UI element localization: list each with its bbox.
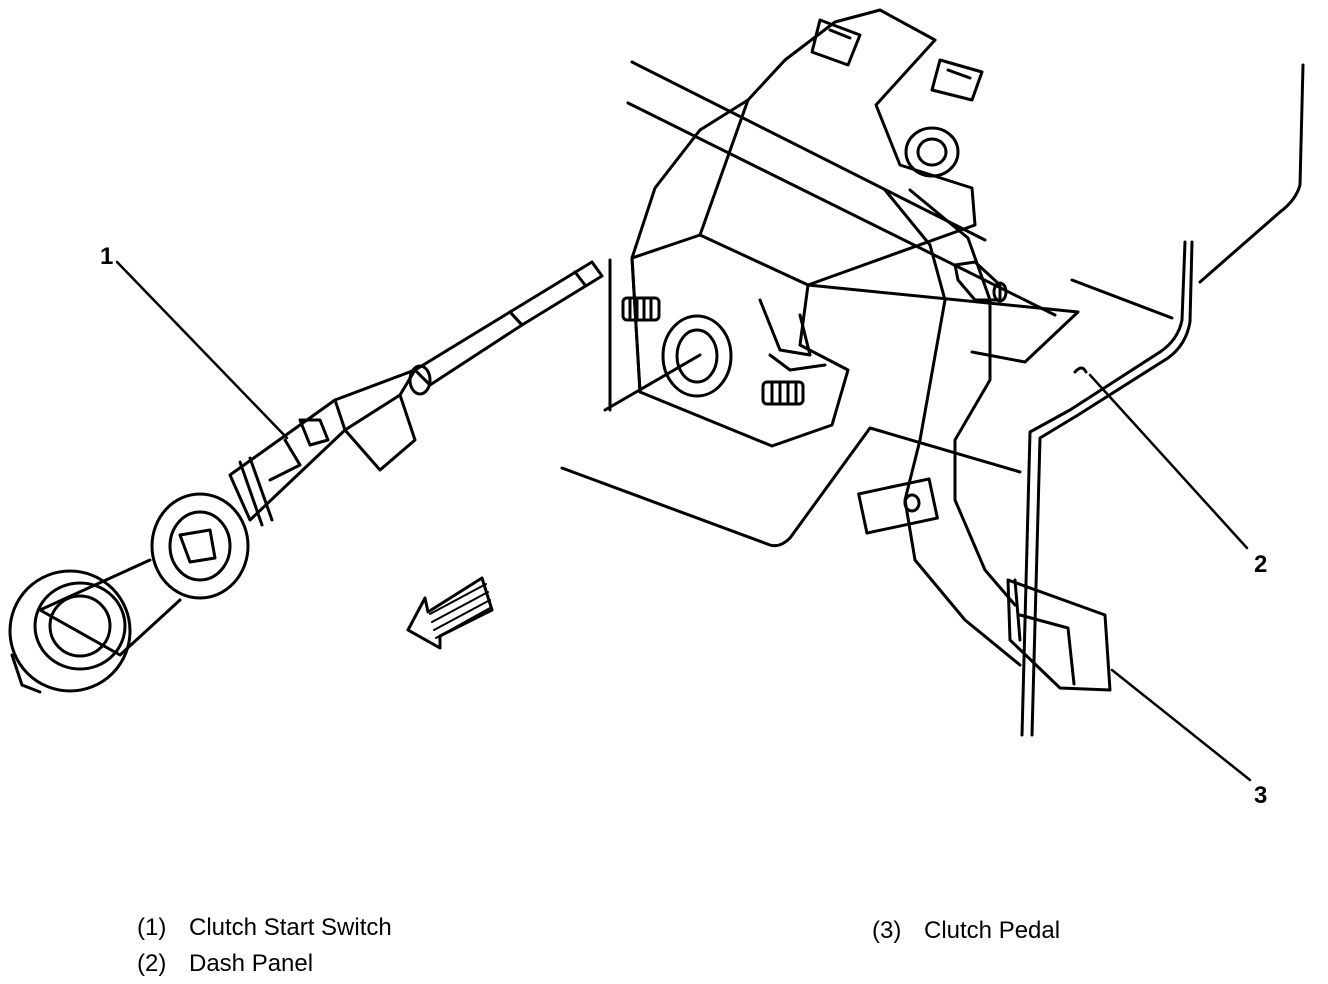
clutch-start-switch (8, 260, 604, 694)
callout-1: 1 (100, 243, 114, 270)
legend-item-3: (3) Clutch Pedal (872, 917, 1060, 945)
leader-lines (115, 260, 1252, 782)
callout-2: 2 (1254, 551, 1268, 578)
legend-number: (1) (137, 914, 167, 941)
clutch-pedal (857, 188, 1112, 692)
legend-label: Clutch Start Switch (189, 914, 392, 941)
legend-item-2: (2) Dash Panel (137, 950, 313, 978)
legend-label: Clutch Pedal (924, 917, 1061, 944)
clutch-switch-diagram (8, 8, 1305, 782)
legend-label: Dash Panel (189, 950, 314, 977)
legend-number: (3) (872, 917, 902, 944)
dash-panel (560, 60, 1305, 737)
mounting-studs (621, 126, 1008, 406)
legend-item-1: (1) Clutch Start Switch (137, 914, 392, 942)
legend-number: (2) (137, 950, 167, 977)
pedal-bracket (603, 8, 1080, 448)
callout-3: 3 (1254, 782, 1268, 809)
direction-arrow (406, 576, 494, 650)
